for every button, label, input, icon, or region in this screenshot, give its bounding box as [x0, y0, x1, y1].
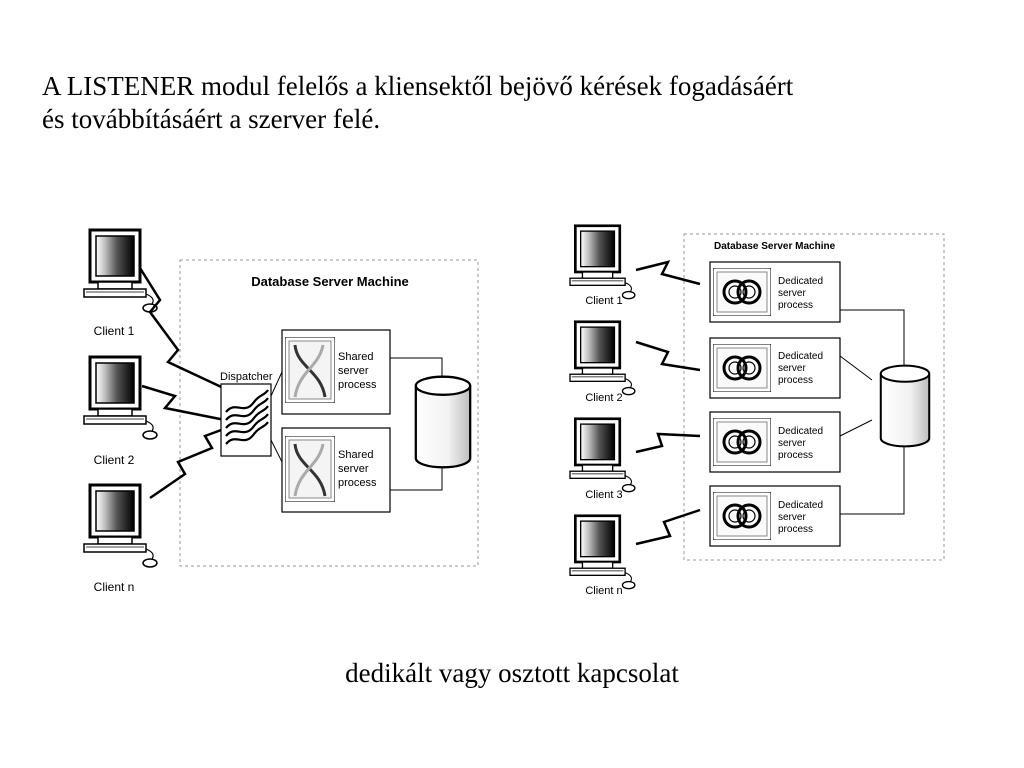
dedicated-process-1-label-line-2: server — [778, 288, 806, 299]
shared-server-title: Database Server Machine — [251, 274, 409, 289]
client-2-connection-line — [141, 384, 226, 422]
dedicated-client-n-label: Client n — [585, 585, 622, 597]
dedicated-client-2-label: Client 2 — [585, 392, 622, 404]
dedicated-process-3-to-db-line — [839, 419, 873, 437]
client-1-connection-line — [138, 267, 233, 394]
shared-server-machine-boundary — [179, 259, 479, 567]
dedicated-process-2-label-line-1: Dedicated — [778, 351, 823, 362]
dedicated-process-4-label-line-3: process — [778, 524, 813, 535]
dedicated-process-1-icon — [713, 268, 771, 316]
dedicated-client-3-label: Client 3 — [585, 489, 622, 501]
shared-process-2-icon — [285, 436, 335, 502]
slide-caption: dedikált vagy osztott kapcsolat — [345, 658, 679, 688]
dispatcher-to-process-2-line — [270, 439, 283, 463]
slide-body-text: A LISTENER modul felelős a kliensektől b… — [42, 70, 1002, 136]
dedicated-client-1-label: Client 1 — [585, 295, 622, 307]
shared-process-2-label-line-1: Shared — [338, 449, 373, 461]
dispatcher-box — [220, 383, 272, 457]
dedicated-server-machine-boundary — [683, 233, 945, 561]
slide-text-line-1: A LISTENER modul felelős a kliensektől b… — [42, 71, 794, 101]
dedicated-client-1-connection-line — [635, 260, 701, 286]
process-2-to-db-line — [390, 468, 443, 491]
dedicated-process-4-icon — [713, 492, 771, 540]
process-1-to-db-line — [390, 357, 443, 376]
client-2-computer-icon — [82, 355, 159, 441]
dedicated-client-n-connection-line — [635, 508, 701, 546]
dedicated-database-cylinder-icon — [879, 364, 931, 448]
dedicated-process-2-label-line-2: server — [778, 363, 806, 374]
dedicated-server-diagram: Database Server Machine Client 1 Client … — [568, 224, 945, 597]
dedicated-process-2-label-line-3: process — [778, 375, 813, 386]
dedicated-process-1-to-db-line — [840, 309, 905, 378]
dedicated-process-4-label-line-1: Dedicated — [778, 500, 823, 511]
shared-client-2-label: Client 2 — [94, 453, 135, 467]
dispatcher-to-process-1-line — [270, 371, 283, 397]
slide-text-line-2: és továbbításáért a szerver felé. — [42, 104, 381, 134]
dedicated-client-2-computer-icon — [568, 320, 637, 397]
dedicated-process-3-icon — [713, 418, 771, 466]
dedicated-process-3-label-line-2: server — [778, 438, 806, 449]
dedicated-client-n-computer-icon — [568, 514, 637, 591]
shared-client-1-label: Client 1 — [94, 324, 135, 338]
dedicated-process-3-label-line-1: Dedicated — [778, 426, 823, 437]
shared-process-2-label-line-3: process — [338, 477, 377, 489]
shared-process-1-label-line-2: server — [338, 365, 369, 377]
dedicated-client-3-connection-line — [635, 432, 701, 454]
dedicated-process-4-label-line-2: server — [778, 512, 806, 523]
client-n-computer-icon — [82, 483, 159, 569]
dedicated-process-2-icon — [713, 344, 771, 392]
dedicated-process-3-label-line-3: process — [778, 450, 813, 461]
dedicated-client-2-connection-line — [635, 340, 701, 372]
dedicated-process-1-label-line-1: Dedicated — [778, 276, 823, 287]
shared-process-1-label-line-3: process — [338, 379, 377, 391]
client-1-computer-icon — [82, 228, 159, 314]
dedicated-client-3-computer-icon — [568, 417, 637, 494]
dedicated-client-1-computer-icon — [568, 224, 637, 301]
dedicated-process-2-to-db-line — [839, 355, 873, 381]
dedicated-process-4-to-db-line — [840, 440, 905, 515]
client-n-connection-line — [149, 424, 233, 500]
shared-client-n-label: Client n — [94, 580, 135, 594]
shared-database-cylinder-icon — [414, 375, 472, 469]
shared-process-2-label-line-2: server — [338, 463, 369, 475]
shared-server-diagram: Database Server Machine Client 1 Client … — [82, 228, 479, 594]
shared-process-1-icon — [285, 337, 335, 403]
dedicated-process-1-label-line-3: process — [778, 300, 813, 311]
dispatcher-label: Dispatcher — [220, 371, 273, 383]
shared-process-1-label-line-1: Shared — [338, 351, 373, 363]
dedicated-server-title: Database Server Machine — [714, 241, 836, 252]
dispatcher-waves-icon — [225, 389, 269, 445]
